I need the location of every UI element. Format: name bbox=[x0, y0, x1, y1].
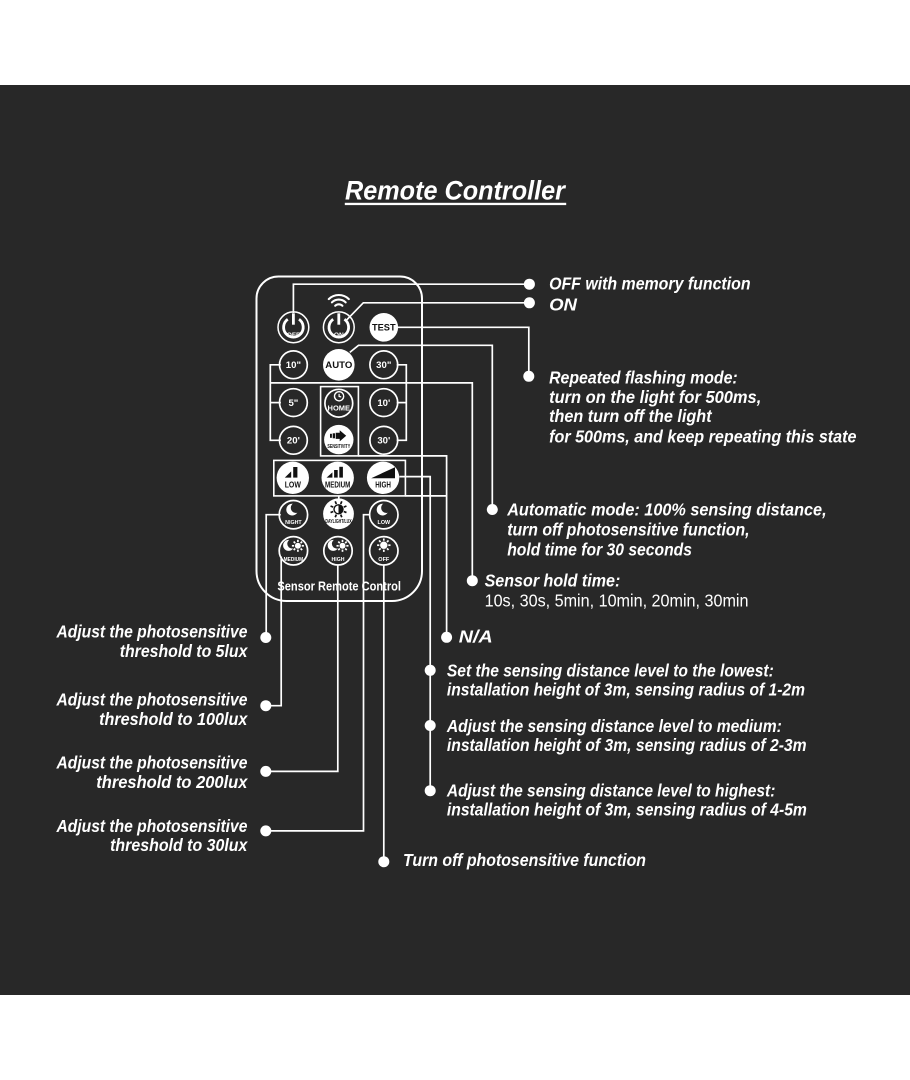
svg-text:threshold to 100lux: threshold to 100lux bbox=[99, 709, 249, 729]
svg-text:OFF: OFF bbox=[378, 557, 390, 563]
svg-text:Automatic mode: 100% sensing d: Automatic mode: 100% sensing distance, bbox=[506, 500, 826, 520]
svg-text:installation height of 3m, sen: installation height of 3m, sensing radiu… bbox=[447, 800, 807, 820]
svg-text:20': 20' bbox=[287, 436, 300, 447]
svg-text:Repeated flashing mode:: Repeated flashing mode: bbox=[549, 368, 738, 388]
svg-text:LOW: LOW bbox=[285, 479, 301, 489]
svg-text:10': 10' bbox=[377, 398, 390, 409]
svg-text:AUTO: AUTO bbox=[325, 360, 353, 371]
svg-text:DAYLIGHT/LUX: DAYLIGHT/LUX bbox=[325, 519, 352, 525]
svg-text:30': 30' bbox=[377, 436, 390, 447]
svg-text:ON: ON bbox=[334, 332, 344, 339]
svg-text:HIGH: HIGH bbox=[332, 557, 345, 563]
svg-text:NIGHT: NIGHT bbox=[285, 520, 302, 526]
svg-text:threshold to 5lux: threshold to 5lux bbox=[120, 641, 249, 661]
svg-text:OFF with memory function: OFF with memory function bbox=[549, 274, 751, 294]
svg-text:SENSITIVITY: SENSITIVITY bbox=[327, 444, 350, 450]
svg-text:TEST: TEST bbox=[372, 322, 396, 332]
svg-text:Adjust the sensing distance le: Adjust the sensing distance level to hig… bbox=[446, 781, 775, 801]
svg-text:ON: ON bbox=[549, 294, 578, 314]
svg-text:HIGH: HIGH bbox=[375, 479, 391, 489]
svg-text:hold time for 30 seconds: hold time for 30 seconds bbox=[507, 539, 692, 559]
svg-text:N/A: N/A bbox=[459, 627, 493, 647]
svg-text:Adjust the sensing distance le: Adjust the sensing distance level to med… bbox=[446, 716, 782, 736]
svg-text:HOME: HOME bbox=[328, 404, 351, 413]
svg-text:Remote Controller: Remote Controller bbox=[345, 176, 566, 206]
svg-text:MEDIUM: MEDIUM bbox=[284, 557, 304, 563]
svg-text:Adjust the photosensitive: Adjust the photosensitive bbox=[56, 816, 248, 836]
svg-text:10": 10" bbox=[286, 360, 301, 371]
svg-text:Adjust the photosensitive: Adjust the photosensitive bbox=[56, 753, 248, 773]
svg-text:for 500ms, and keep repeating: for 500ms, and keep repeating this state bbox=[549, 427, 857, 447]
svg-text:30": 30" bbox=[376, 360, 391, 371]
svg-text:then turn off the light: then turn off the light bbox=[549, 406, 713, 426]
svg-text:OFF: OFF bbox=[287, 332, 300, 339]
svg-text:Sensor Remote Control: Sensor Remote Control bbox=[277, 579, 401, 594]
svg-text:installation height of 3m, sen: installation height of 3m, sensing radiu… bbox=[447, 735, 807, 755]
svg-text:10s, 30s, 5min, 10min, 20min,: 10s, 30s, 5min, 10min, 20min, 30min bbox=[485, 590, 749, 610]
svg-text:Turn off photosensitive functi: Turn off photosensitive function bbox=[403, 850, 646, 870]
svg-text:installation height of 3m, sen: installation height of 3m, sensing radiu… bbox=[447, 679, 805, 699]
svg-text:Adjust the photosensitive: Adjust the photosensitive bbox=[56, 622, 248, 642]
svg-text:threshold to 30lux: threshold to 30lux bbox=[110, 835, 249, 855]
svg-text:turn on the light for 500ms,: turn on the light for 500ms, bbox=[549, 387, 761, 407]
svg-text:5": 5" bbox=[288, 398, 298, 409]
svg-text:turn off photosensitive functi: turn off photosensitive function, bbox=[507, 519, 749, 539]
svg-text:threshold to 200lux: threshold to 200lux bbox=[96, 772, 248, 792]
svg-text:LOW: LOW bbox=[378, 520, 391, 526]
svg-text:Sensor hold time:: Sensor hold time: bbox=[485, 571, 621, 591]
svg-text:Adjust the photosensitive: Adjust the photosensitive bbox=[56, 690, 248, 710]
svg-text:MEDIUM: MEDIUM bbox=[325, 479, 350, 489]
svg-text:Set the sensing distance level: Set the sensing distance level to the lo… bbox=[447, 661, 774, 681]
